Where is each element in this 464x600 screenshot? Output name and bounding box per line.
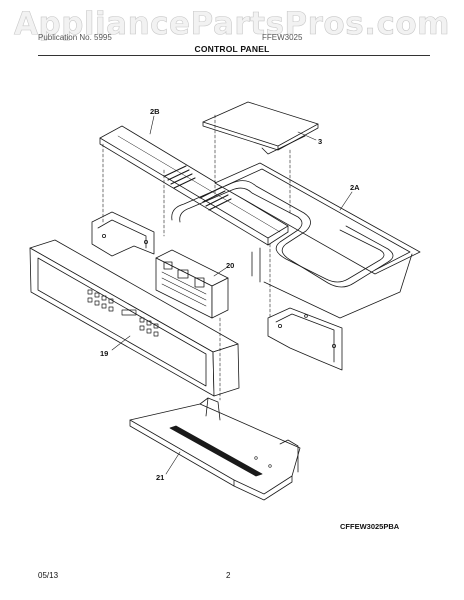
part-19-keypad	[87, 289, 159, 337]
callout-21: 21	[156, 473, 164, 482]
figure-code: CFFEW3025PBA	[340, 522, 400, 531]
part-19-control-panel	[29, 239, 240, 397]
part-3-cover	[202, 101, 319, 155]
footer-date: 05/13	[38, 571, 59, 580]
part-20-control-board	[155, 249, 229, 319]
part-2b-top-channel	[99, 125, 289, 246]
callout-19: 19	[100, 349, 108, 358]
left-side-bracket	[91, 211, 155, 257]
header-left-text: Publication No. 5995	[38, 33, 112, 42]
footer-page-number: 2	[226, 571, 231, 580]
assembly-guide-lines	[102, 114, 291, 401]
right-side-bracket	[267, 307, 343, 371]
page-title: CONTROL PANEL	[194, 44, 270, 54]
callout-20: 20	[226, 261, 234, 270]
part-21-bottom-duct	[129, 397, 301, 501]
callout-2a: 2A	[350, 183, 360, 192]
leader-lines	[111, 115, 353, 475]
part-2a-frame	[171, 162, 421, 319]
callout-2b: 2B	[150, 107, 160, 116]
watermark: AppliancePartsPros.com	[14, 6, 450, 43]
header-rule	[38, 55, 430, 56]
header-model: FFEW3025	[262, 33, 303, 42]
callout-3: 3	[318, 137, 322, 146]
